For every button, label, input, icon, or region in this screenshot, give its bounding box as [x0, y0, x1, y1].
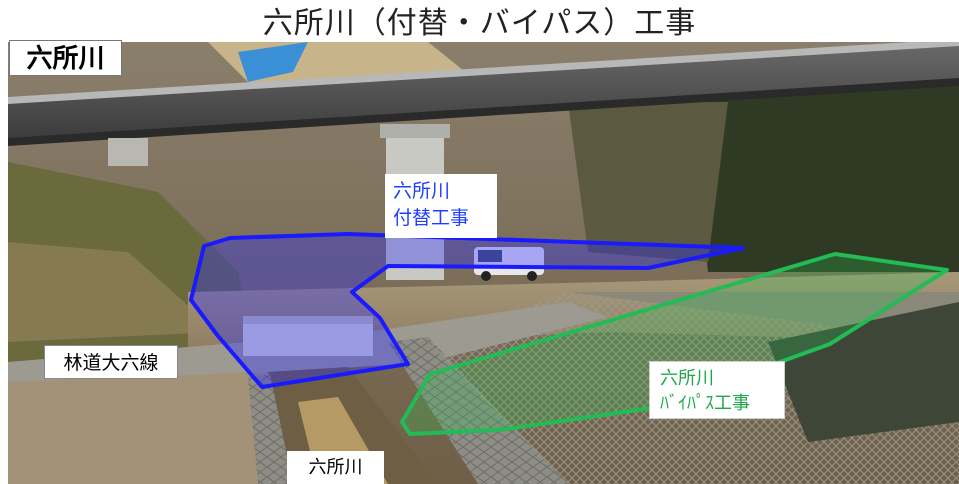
page-title: 六所川（付替・バイパス）工事	[262, 6, 697, 41]
diversion-area-overlay	[189, 232, 745, 389]
river-label-bottom: 六所川	[287, 451, 384, 484]
road-name-label: 林道大六線	[44, 345, 178, 379]
diversion-work-label: 六所川 付替工事	[385, 174, 497, 238]
bypass-label-line1: 六所川	[660, 368, 714, 389]
bypass-label-line2: ﾊﾞｲﾊﾟｽ工事	[660, 393, 750, 414]
bypass-work-label: 六所川 ﾊﾞｲﾊﾟｽ工事	[649, 361, 785, 419]
diversion-label-line2: 付替工事	[393, 207, 470, 229]
diversion-label-line1: 六所川	[393, 180, 451, 202]
construction-site-photo	[8, 42, 959, 484]
river-name-tag: 六所川	[9, 40, 122, 76]
